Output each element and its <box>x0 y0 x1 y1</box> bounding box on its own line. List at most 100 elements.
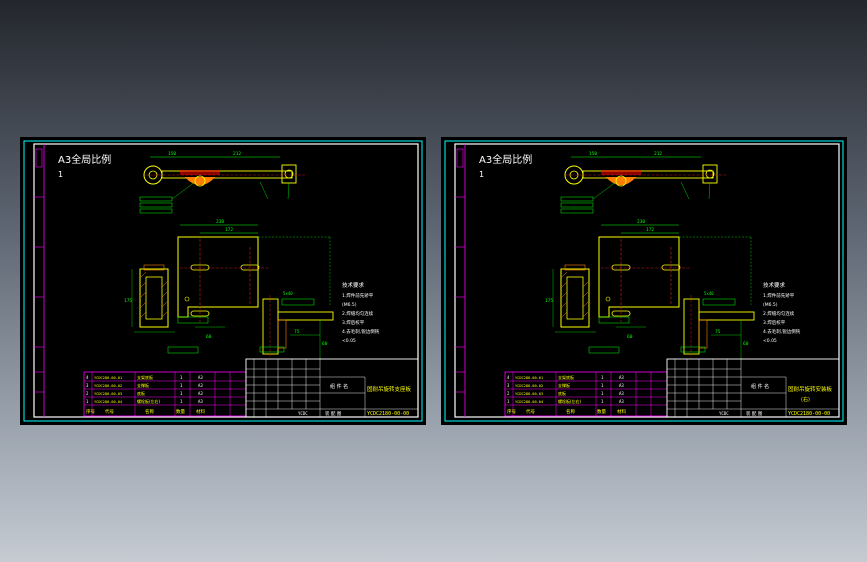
technical-notes: 技术要求 1.焊件前先矫平 (M6.5) 2.焊缝均匀连续 3.焊后校平 4.去… <box>342 281 380 344</box>
bom-name: 支架底板 <box>137 374 153 380</box>
bom-code: YCDC280-00-03 <box>515 392 543 396</box>
bom-qty: 1 <box>601 375 604 380</box>
dim-60: 60 <box>627 334 633 340</box>
bom-qty: 1 <box>180 399 183 404</box>
dim-60b: 60 <box>322 341 328 347</box>
weld-zone <box>601 170 641 175</box>
svg-text:数量: 数量 <box>176 408 185 415</box>
bom-no: 3 <box>86 383 89 388</box>
datum-box-b <box>281 298 315 306</box>
slot-1 <box>190 264 210 271</box>
scale-label: A3全局比例 <box>479 153 532 166</box>
bom-name: 底板 <box>137 390 145 396</box>
drawing-number: YCDC2180-00-00 <box>788 411 830 417</box>
bom-name: 底板 <box>558 390 566 396</box>
dim-75: 75 <box>715 329 721 335</box>
dim-175: 175 <box>545 298 553 304</box>
company-code: YCDC <box>719 411 729 416</box>
bom-code: YCDC280-00-04 <box>515 400 543 404</box>
technical-notes: 技术要求 1.焊件前先矫平 (M6.5) 2.焊缝均匀连续 3.焊后校平 4.去… <box>763 281 801 344</box>
bom-table: 4 YCDC280-00-01 支架底板 1 A3 3 YCDC280-00-0… <box>504 371 668 417</box>
note-6: <0.05 <box>342 338 356 344</box>
side-section <box>560 268 590 328</box>
hinge-bar <box>582 170 714 179</box>
bom-no: 2 <box>507 391 510 396</box>
margin-ticks <box>455 196 465 393</box>
bom-no: 4 <box>507 375 510 380</box>
front-view: 230 172 175 60 <box>124 219 334 359</box>
bom-qty: 1 <box>180 391 183 396</box>
svg-text:名称: 名称 <box>566 408 575 415</box>
datum-box-b <box>702 298 736 306</box>
bom-code: YCDC280-00-04 <box>94 400 122 404</box>
bom-no: 1 <box>507 399 510 404</box>
hinge-boss-hatch <box>184 176 216 186</box>
svg-text:数量: 数量 <box>597 408 606 415</box>
bom-mat: A3 <box>198 383 203 388</box>
bom-qty: 1 <box>180 375 183 380</box>
bom-code: YCDC280-00-02 <box>94 384 122 388</box>
main-plate <box>177 236 259 318</box>
svg-text:材料: 材料 <box>617 408 626 415</box>
margin-code-box <box>35 148 43 168</box>
bom-no: 4 <box>86 375 89 380</box>
note-2: (M6.5) <box>763 302 778 308</box>
part-label: 组 件 名 <box>330 383 348 390</box>
bom-code: YCDC280-00-01 <box>94 376 122 380</box>
bom-qty: 1 <box>180 383 183 388</box>
bom-header: 序号 代号 名称 数量 材料 <box>86 408 205 415</box>
svg-text:名称: 名称 <box>145 408 154 415</box>
dim-172: 172 <box>646 227 654 233</box>
note-4: 3.焊后校平 <box>342 319 365 326</box>
dim-230: 230 <box>637 219 645 225</box>
dim-150: 150 <box>589 151 597 157</box>
svg-text:代号: 代号 <box>105 408 114 415</box>
datum-box-a <box>588 346 620 354</box>
dim-172: 172 <box>225 227 233 233</box>
drawing-name-suffix: (右) <box>801 396 810 403</box>
drawing-name: 固耐吊旋转安装板 <box>788 385 833 393</box>
drawing-sheet-left[interactable]: A3全局比例 1 150 212 230 172 <box>20 137 426 425</box>
bom-code: YCDC280-00-01 <box>515 376 543 380</box>
bom-qty: 1 <box>601 399 604 404</box>
drawing-name: 固耐吊旋转支座板 <box>367 385 412 393</box>
note-5: 4.去毛刺,锐边倒钝 <box>763 328 801 335</box>
bom-name: 螺栓板(左右) <box>137 398 161 404</box>
top-view: 150 212 <box>139 151 305 214</box>
datum-box-a <box>167 346 199 354</box>
scale-number: 1 <box>58 170 63 179</box>
drawing-border <box>33 143 419 418</box>
scale-label: A3全局比例 <box>58 153 111 166</box>
svg-text:序号: 序号 <box>86 408 95 415</box>
outer-frame <box>444 140 844 422</box>
title-block: 组 件 名 固耐吊旋转安装板 (右) YCDC2180-00-00 YCDC 装… <box>666 358 840 418</box>
notes-title: 技术要求 <box>342 281 365 289</box>
dim-230: 230 <box>216 219 224 225</box>
note-1: 1.焊件前先矫平 <box>763 292 795 299</box>
bom-name: 支撑板 <box>137 382 149 388</box>
drawing-number: YCDC2180-00-00 <box>367 411 409 417</box>
slot-1 <box>611 264 631 271</box>
note-3: 2.焊缝均匀连续 <box>342 310 374 317</box>
front-view: 230 172 175 60 <box>545 219 755 359</box>
bom-mat: A3 <box>198 399 203 404</box>
bom-mat: A3 <box>198 391 203 396</box>
hinge-bar <box>161 170 293 179</box>
bom-mat: A3 <box>619 383 624 388</box>
bom-name: 支架底板 <box>558 374 574 380</box>
note-2: (M6.5) <box>342 302 357 308</box>
bom-qty: 1 <box>601 391 604 396</box>
dim-60: 60 <box>206 334 212 340</box>
weld-zone <box>180 170 220 175</box>
drawing-sheet-right[interactable]: A3全局比例 1 150 212 230 172 <box>441 137 847 425</box>
bom-mat: A3 <box>619 399 624 404</box>
note-4: 3.焊后校平 <box>763 319 786 326</box>
notes-title: 技术要求 <box>763 281 786 289</box>
bom-name: 螺栓板(左右) <box>558 398 582 404</box>
side-section <box>139 268 169 328</box>
dim-5x40: 5x40 <box>704 291 714 296</box>
top-view: 150 212 <box>560 151 726 214</box>
company-code: YCDC <box>298 411 308 416</box>
bom-code: YCDC280-00-02 <box>515 384 543 388</box>
margin-ticks <box>34 196 44 393</box>
